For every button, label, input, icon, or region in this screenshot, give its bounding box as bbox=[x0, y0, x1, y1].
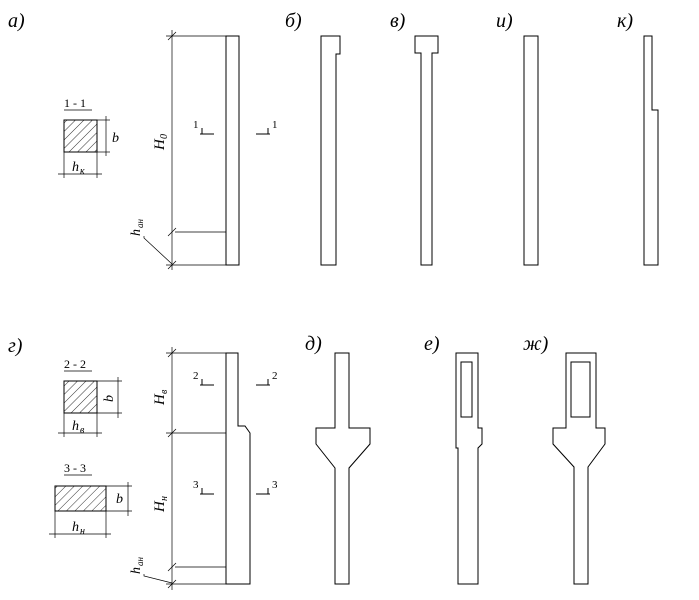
dim-Hv-sub: в bbox=[159, 389, 170, 394]
cut-1-left-num: 1 bbox=[193, 119, 199, 131]
column-e bbox=[455, 352, 483, 585]
dim-line bbox=[167, 260, 177, 270]
label-i: и) bbox=[496, 10, 513, 32]
column-zh-shape bbox=[552, 352, 606, 585]
dim-Hv-main: H bbox=[152, 393, 168, 406]
dim-line bbox=[167, 428, 177, 438]
cut-2-left-num: 2 bbox=[193, 370, 199, 382]
column-zh-opening bbox=[570, 361, 591, 418]
column-i-shape bbox=[523, 35, 539, 266]
section-1-1: 1 - 1 b h к bbox=[58, 96, 119, 178]
column-a-shape bbox=[225, 35, 240, 266]
dim-hv-sub: в bbox=[80, 425, 85, 436]
dim-line bbox=[167, 579, 177, 589]
section-2-2: 2 - 2 b h в bbox=[58, 357, 122, 437]
column-zh bbox=[552, 352, 606, 585]
cut-3-right-num: 3 bbox=[272, 479, 278, 491]
dim-line bbox=[167, 31, 177, 41]
dim-han2-sub: ан bbox=[135, 557, 145, 567]
cut-2-right-num: 2 bbox=[272, 370, 278, 382]
label-a: а) bbox=[8, 10, 25, 32]
column-v-shape bbox=[414, 35, 439, 266]
column-a: H 0 h ан 1 1 bbox=[129, 30, 278, 270]
dim-line bbox=[167, 227, 177, 237]
column-d-shape bbox=[315, 352, 371, 585]
column-e-opening bbox=[460, 361, 473, 418]
cut-3-left-num: 3 bbox=[193, 479, 199, 491]
dim-hn-sub: н bbox=[80, 526, 85, 537]
dim-H0-sub: 0 bbox=[159, 134, 170, 139]
dim-han-main: h bbox=[129, 229, 144, 236]
dim-b-2: b bbox=[102, 395, 117, 402]
dim-Hn-sub: н bbox=[159, 496, 170, 501]
dim-Hn-main: H bbox=[152, 500, 168, 513]
dim-hn-main: h bbox=[72, 520, 79, 535]
dim-han-sub: ан bbox=[135, 219, 145, 229]
dim-b-1: b bbox=[112, 131, 119, 146]
label-d: д) bbox=[305, 333, 322, 355]
dim-b-3: b bbox=[116, 492, 123, 507]
dim-line bbox=[143, 574, 173, 584]
section-3-3-shape bbox=[54, 485, 107, 512]
dim-hk-sub: к bbox=[80, 166, 85, 177]
dim-line bbox=[143, 236, 173, 265]
cut-1-right-num: 1 bbox=[272, 119, 278, 131]
column-b-shape bbox=[320, 35, 341, 266]
label-v: в) bbox=[390, 10, 406, 32]
section-3-3: 3 - 3 b h н bbox=[49, 461, 132, 538]
section-1-1-title: 1 - 1 bbox=[64, 96, 86, 110]
section-2-2-shape bbox=[63, 380, 98, 414]
dim-hv-main: h bbox=[72, 419, 79, 434]
label-e: е) bbox=[424, 333, 440, 355]
dim-line bbox=[167, 562, 177, 572]
label-b: б) bbox=[285, 10, 302, 32]
dim-han2-main: h bbox=[129, 567, 144, 574]
label-g: г) bbox=[8, 335, 23, 357]
dim-line bbox=[167, 348, 177, 358]
dim-H0-main: H bbox=[152, 138, 168, 151]
section-1-1-shape bbox=[63, 119, 98, 153]
column-k-shape bbox=[643, 35, 659, 266]
section-2-2-title: 2 - 2 bbox=[64, 357, 86, 371]
label-zh: ж) bbox=[523, 333, 549, 355]
column-g: H в H н h ан 2 2 3 3 bbox=[129, 347, 278, 590]
label-k: к) bbox=[617, 10, 633, 32]
column-g-shape bbox=[225, 352, 251, 585]
dim-hk-main: h bbox=[72, 160, 79, 175]
section-3-3-title: 3 - 3 bbox=[64, 461, 86, 475]
